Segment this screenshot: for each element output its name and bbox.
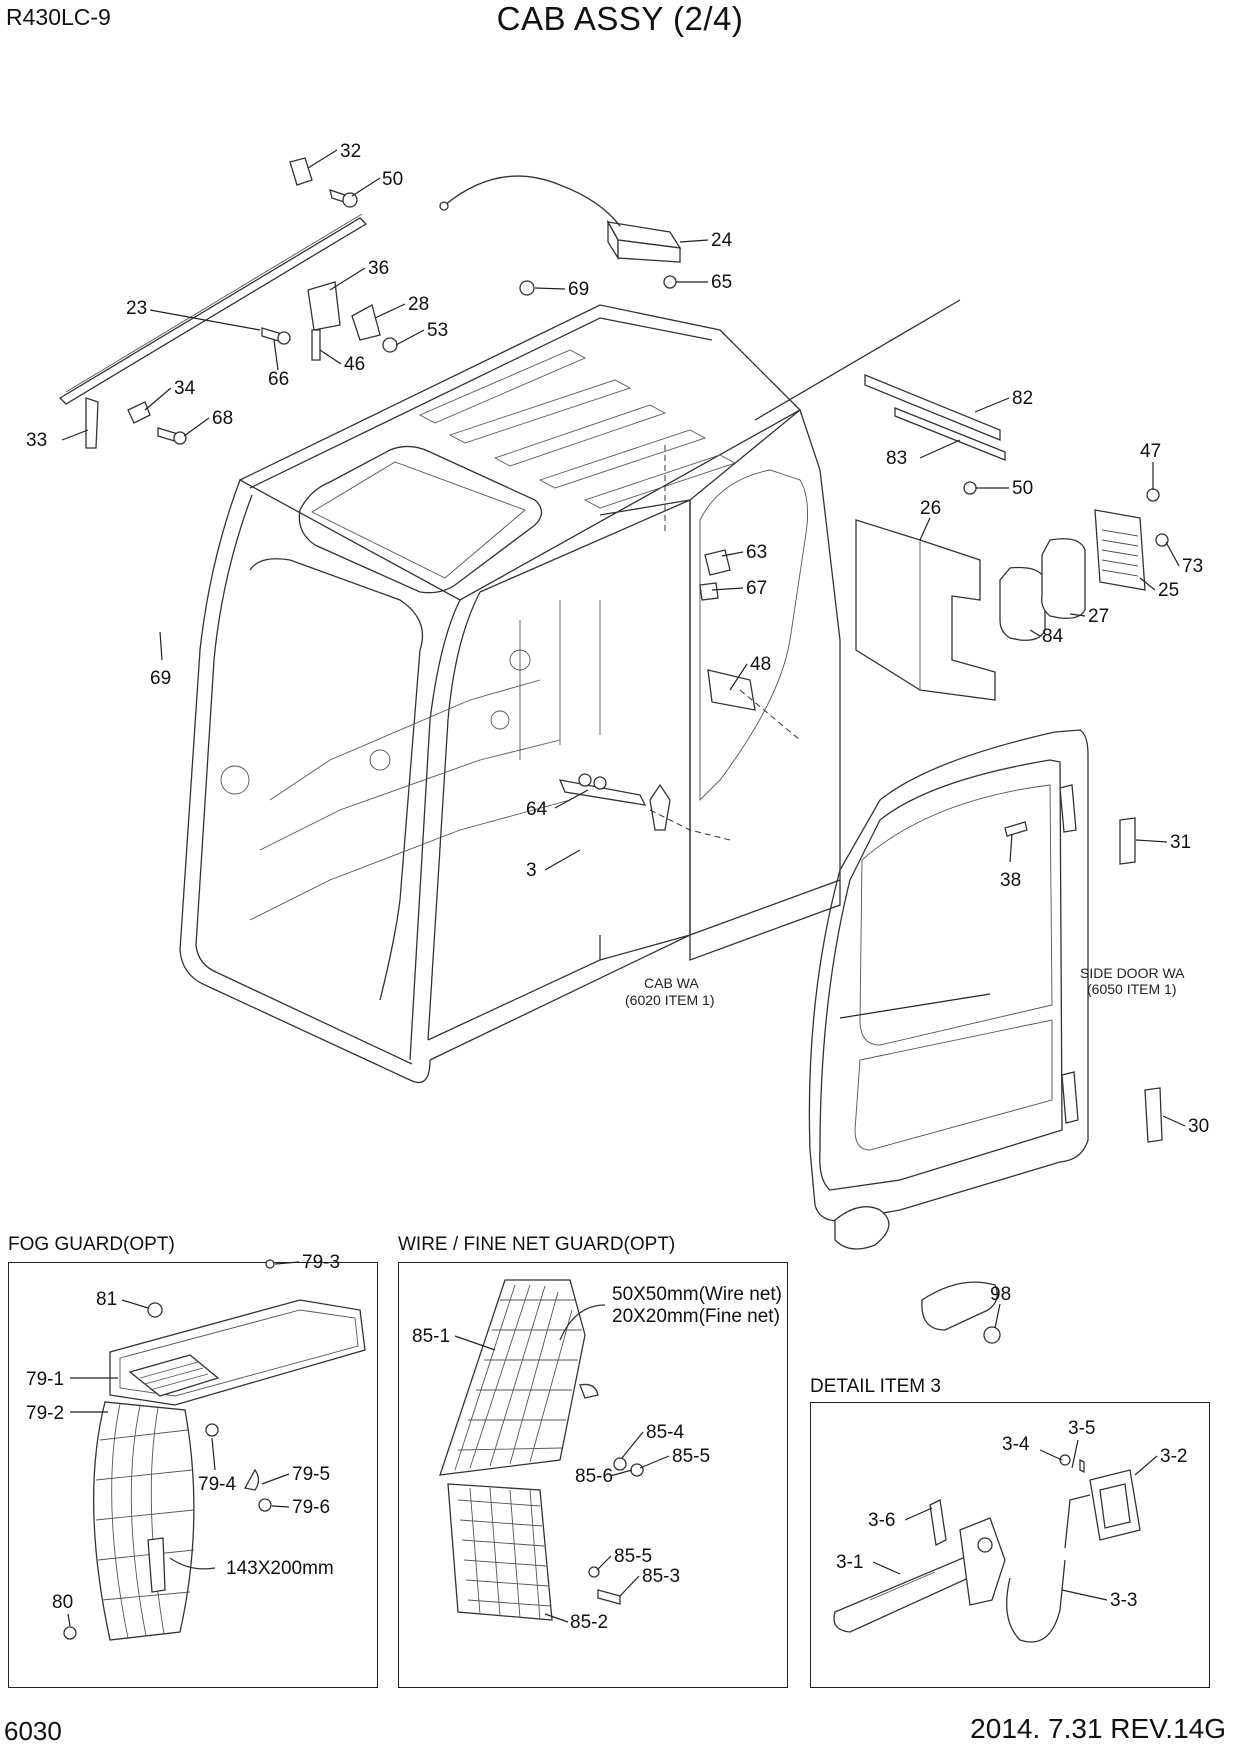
callout-3-6: 3-6 [868,1510,895,1531]
callout-81: 81 [96,1289,117,1310]
callout-85-4: 85-4 [646,1422,684,1443]
detail-item-3-title: DETAIL ITEM 3 [810,1376,941,1397]
wire-guard-title: WIRE / FINE NET GUARD(OPT) [398,1234,676,1255]
page-number: 6030 [4,1716,62,1746]
main-callouts: 32 50 24 65 69 23 36 28 53 66 46 34 68 3… [26,141,1209,1305]
wire-guard-callouts: 50X50mm(Wire net) 20X20mm(Fine net) 85-1… [412,1284,782,1633]
callout-79-2: 79-2 [26,1403,64,1424]
callout-85-6: 85-6 [575,1466,613,1487]
callout-31: 31 [1170,832,1191,853]
callout-85-5-upper: 85-5 [672,1446,710,1467]
callout-34: 34 [174,378,196,399]
callout-63: 63 [746,542,767,563]
fog-guard-title: FOG GUARD(OPT) [8,1234,175,1255]
callout-23: 23 [126,298,147,319]
callout-3-4: 3-4 [1002,1434,1030,1455]
fine-net-spec: 20X20mm(Fine net) [612,1306,780,1327]
roof-hardware-parts [58,157,1169,701]
callout-28: 28 [408,294,429,315]
callout-98: 98 [990,1284,1011,1305]
callout-36: 36 [368,258,389,279]
callout-80: 80 [52,1592,73,1613]
wire-guard-panel [398,1262,788,1688]
fog-guard-size-note: 143X200mm [226,1558,334,1579]
callout-26: 26 [920,498,941,519]
callout-64: 64 [526,799,548,820]
callout-24: 24 [711,230,733,251]
detail-item-3-drawing [833,1454,1141,1643]
callout-79-5: 79-5 [292,1464,330,1485]
callout-69-top: 69 [568,279,589,300]
cab-wa-note-line1: CAB WA [644,975,699,991]
callout-38: 38 [1000,870,1021,891]
callout-85-2: 85-2 [570,1612,608,1633]
callout-3-3: 3-3 [1110,1590,1137,1611]
revision-date: 2014. 7.31 REV.14G [970,1713,1226,1744]
callout-3-1: 3-1 [836,1552,863,1573]
callout-46: 46 [344,354,365,375]
callout-79-4: 79-4 [198,1474,236,1495]
callout-30: 30 [1188,1116,1209,1137]
fog-guard-callouts: 79-3 81 79-1 79-2 79-4 79-5 79-6 80 143X… [26,1252,340,1627]
callout-27: 27 [1088,606,1109,627]
callout-33: 33 [26,430,47,451]
callout-83: 83 [886,448,907,469]
side-door-note-line1: SIDE DOOR WA [1080,965,1185,981]
wire-guard-drawing [439,1279,644,1621]
side-door-drawing [808,729,1163,1344]
callout-85-5-lower: 85-5 [614,1546,652,1567]
main-leader-lines [61,149,1186,1329]
callout-84: 84 [1042,626,1064,647]
callout-82: 82 [1012,388,1033,409]
fog-guard-panel [8,1262,378,1688]
callout-50-top: 50 [382,169,403,190]
callout-66: 66 [268,369,289,390]
callout-47: 47 [1140,441,1161,462]
detail-item-3-callouts: 3-5 3-4 3-2 3-6 3-1 3-3 [836,1418,1187,1611]
callout-85-1: 85-1 [412,1326,450,1347]
callout-32: 32 [340,141,361,162]
callout-3-5: 3-5 [1068,1418,1095,1439]
side-door-note-line2: (6050 ITEM 1) [1087,981,1176,997]
callout-3: 3 [526,860,537,881]
callout-48: 48 [750,654,771,675]
callout-67: 67 [746,578,767,599]
callout-79-6: 79-6 [292,1497,330,1518]
fog-guard-drawing [63,1259,366,1641]
detail-item-3-panel [810,1402,1210,1688]
callout-65: 65 [711,272,732,293]
callout-79-1: 79-1 [26,1369,64,1390]
callout-53: 53 [427,320,448,341]
callout-79-3: 79-3 [302,1252,340,1273]
callout-69-left: 69 [150,668,171,689]
callout-73: 73 [1182,556,1203,577]
callout-85-3: 85-3 [642,1566,680,1587]
cab-frame-drawing [179,304,841,1084]
cab-wa-note-line2: (6020 ITEM 1) [625,992,714,1008]
callout-3-2: 3-2 [1160,1446,1187,1467]
callout-25: 25 [1158,580,1179,601]
model-number: R430LC-9 [6,4,111,30]
page-title: CAB ASSY (2/4) [496,0,744,37]
callout-68: 68 [212,408,233,429]
callout-50-right: 50 [1012,478,1033,499]
wire-net-spec: 50X50mm(Wire net) [612,1284,782,1305]
